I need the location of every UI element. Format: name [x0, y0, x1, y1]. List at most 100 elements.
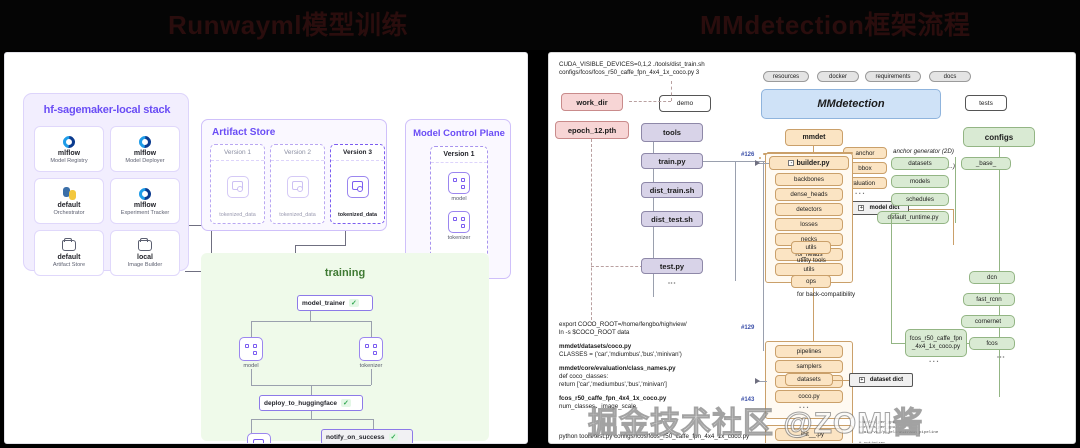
node-inference-py[interactable]: inference.py — [775, 443, 843, 444]
connector — [310, 311, 311, 321]
mcp-version-card[interactable]: Version 1 model tokenizer — [430, 146, 488, 266]
code-line: CLASSES = ('car','mdiumbus','bus','miniv… — [559, 351, 682, 359]
connector — [373, 419, 374, 429]
stack-card[interactable]: default Orchestrator — [34, 178, 104, 224]
mcp-item[interactable]: model — [448, 172, 470, 202]
node-init-py[interactable]: __init__.py — [775, 428, 843, 441]
connector — [185, 271, 211, 272]
artifact-version-card-active[interactable]: Version 3 tokenized_data — [330, 144, 385, 224]
node-base-models[interactable]: models — [891, 175, 949, 188]
node-mmdet[interactable]: mmdet — [785, 129, 843, 146]
node-fcos[interactable]: fcos — [969, 337, 1015, 350]
node-base-default-runtime[interactable]: default_runtime.py — [877, 211, 949, 224]
artifact-node-huggingface-url[interactable]: huggingface_url — [239, 433, 279, 443]
arrowhead — [755, 160, 760, 166]
artifact-node-model[interactable]: model — [239, 337, 263, 369]
connector — [629, 101, 671, 102]
mcp-item[interactable]: tokenizer — [447, 211, 470, 241]
artifact-version-card[interactable]: Version 1 tokenized_data — [210, 144, 265, 224]
node-dcn[interactable]: dcn — [969, 271, 1015, 284]
datasets-more: ··· — [799, 403, 810, 412]
tag-requirements[interactable]: requirements — [865, 71, 921, 82]
node-backbones[interactable]: backbones — [775, 173, 843, 186]
artifact-version-row: Version 1 tokenized_data Version 2 token… — [210, 144, 385, 224]
node-work-dir[interactable]: work_dir — [561, 93, 623, 111]
node-fcos-config-leaf[interactable]: fcos_r50_caffe_fpn _4x4_1x_coco.py — [905, 329, 967, 357]
stack-card[interactable]: mlflow Experiment Tracker — [110, 178, 180, 224]
node-builder-py[interactable]: -builder.py — [769, 156, 849, 170]
stack-card[interactable]: mlflow Model Registry — [34, 126, 104, 172]
node-utils[interactable]: utils — [791, 241, 831, 254]
node-ops[interactable]: ops — [791, 275, 831, 288]
code-line: return ['car','mediumbus','bus','minivan… — [559, 381, 667, 389]
version-label: Version 1 — [211, 145, 264, 161]
mcp-title: Model Control Plane — [413, 128, 505, 139]
node-label: losses — [800, 221, 818, 228]
node-label: pipelines — [796, 348, 822, 355]
node-coco-py[interactable]: coco.py — [775, 390, 843, 403]
node-detectors[interactable]: detectors — [775, 203, 843, 216]
node-train-py[interactable]: train.py — [641, 153, 703, 169]
node-samplers[interactable]: samplers — [775, 360, 843, 373]
dataset-dict-box[interactable]: +dataset dict — [849, 373, 913, 387]
pipeline-step-notify-on-success[interactable]: notify_on_success ✓ — [321, 429, 413, 443]
node-base[interactable]: _base_ — [961, 157, 1011, 170]
left-title: Runwayml模型训练 — [168, 10, 409, 40]
right-title: MMdetection框架流程 — [700, 10, 971, 40]
model-icon — [447, 211, 470, 233]
stack-card[interactable]: mlflow Model Deployer — [110, 126, 180, 172]
node-tools[interactable]: tools — [641, 123, 703, 142]
code-line: mmdet/core/evaluation/class_names.py — [559, 364, 676, 372]
node-epoch-pth[interactable]: epoch_12.pth — [555, 121, 629, 139]
node-configs[interactable]: configs — [963, 127, 1035, 147]
mlflow-icon — [136, 185, 154, 202]
node-anchor[interactable]: anchor — [843, 147, 887, 159]
tag-docs[interactable]: docs — [929, 71, 971, 82]
node-fast-rcnn[interactable]: fast_rcnn — [963, 293, 1015, 306]
tag-resources[interactable]: resources — [763, 71, 809, 82]
stack-card-sub: Model Deployer — [125, 158, 165, 164]
stack-card[interactable]: local Image Builder — [110, 230, 180, 276]
header-command-line1: CUDA_VISIBLE_DEVICES=0,1,2 ./tools/dist_… — [559, 61, 705, 68]
node-base-schedules[interactable]: schedules — [891, 193, 949, 206]
connector — [763, 161, 764, 351]
node-pipelines[interactable]: pipelines — [775, 345, 843, 358]
expander-icon[interactable]: + — [858, 377, 865, 383]
artifact-node-tokenizer[interactable]: tokenizer — [359, 337, 383, 369]
api-config-snippet: samples_per_gpu, workers_per_gpu, train/… — [859, 421, 939, 444]
pipeline-step-model-trainer[interactable]: model_trainer ✓ — [297, 295, 373, 311]
stack-card-sub: Artifact Store — [52, 262, 86, 268]
step-status: ✓ — [349, 299, 359, 307]
pipeline-step-deploy-to-huggingface[interactable]: deploy_to_huggingface ✓ — [259, 395, 363, 411]
arrowhead — [755, 378, 760, 384]
connector — [671, 81, 672, 101]
node-losses[interactable]: losses — [775, 218, 843, 231]
stack-card-sub: Image Builder — [127, 262, 163, 268]
node-test-py[interactable]: test.py — [641, 258, 703, 274]
connector — [703, 161, 799, 162]
step-status: ✓ — [340, 399, 351, 407]
node-label: roi_heads — [795, 251, 823, 258]
model-icon — [448, 172, 470, 194]
artifact-version-card[interactable]: Version 2 tokenized_data — [270, 144, 325, 224]
node-base-datasets[interactable]: datasets — [891, 157, 949, 170]
node-datasets[interactable]: datasets — [785, 373, 833, 386]
node-dist-train-sh[interactable]: dist_train.sh — [641, 182, 703, 198]
collapse-icon[interactable]: - — [788, 160, 795, 166]
node-dist-test-sh[interactable]: dist_test.sh — [641, 211, 703, 227]
node-label: __init__.py — [794, 431, 824, 438]
node-dense-heads[interactable]: dense_heads — [775, 188, 843, 201]
training-title: training — [324, 267, 366, 279]
demo-box[interactable]: demo — [659, 95, 711, 112]
node-label: dense_heads — [790, 191, 828, 198]
tag-docker[interactable]: docker — [817, 71, 859, 82]
node-label: fcos — [986, 340, 998, 347]
node-cornernet[interactable]: cornernet — [961, 315, 1015, 328]
stack-card[interactable]: default Artifact Store — [34, 230, 104, 276]
expander-icon[interactable]: + — [858, 205, 865, 211]
stack-container: hf-sagemaker-local stack mlflow Model Re… — [23, 93, 189, 276]
connector — [251, 321, 371, 322]
tests-box[interactable]: tests — [965, 95, 1007, 111]
node-label: utils — [805, 244, 817, 251]
mcp-version-label: Version 1 — [431, 147, 487, 163]
